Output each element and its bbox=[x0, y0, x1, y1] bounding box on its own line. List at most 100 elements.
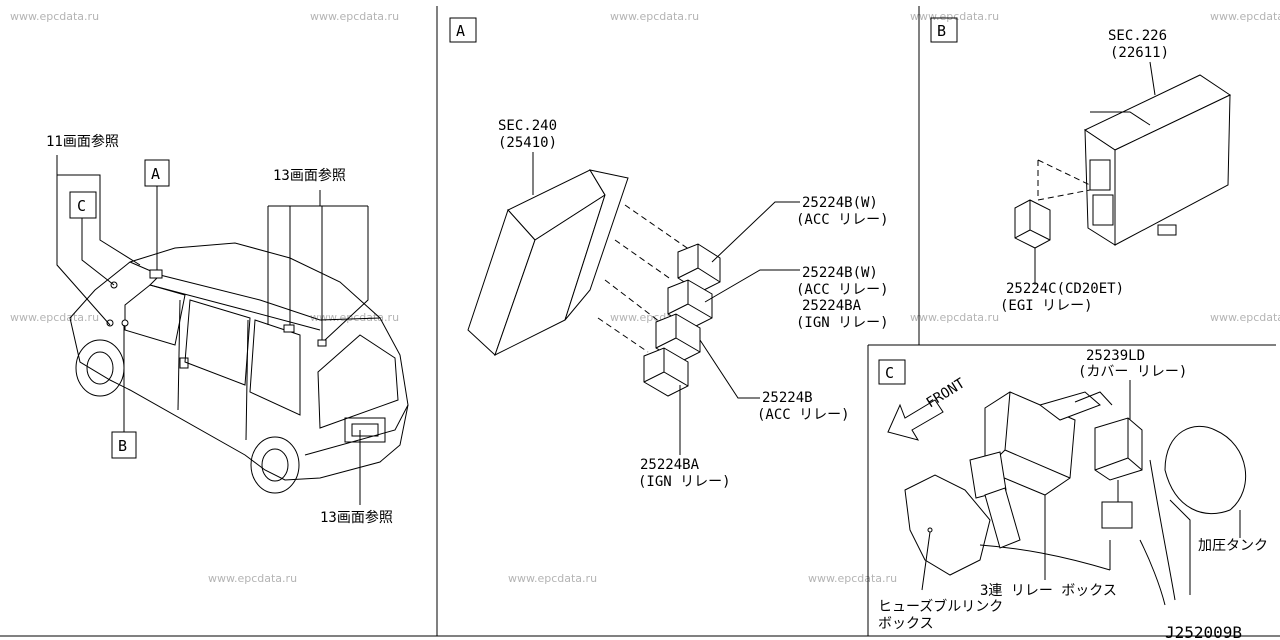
panel-a-sec-label: SEC.240 bbox=[498, 118, 557, 134]
leader-relay-1 bbox=[711, 201, 800, 263]
relay1-name: (ACC リレー) bbox=[796, 212, 889, 228]
rear-plate-inner bbox=[351, 423, 379, 437]
fuse-leader bbox=[921, 531, 931, 591]
relay1-part: 25224B(W) bbox=[802, 195, 878, 211]
fuse-link-box bbox=[904, 474, 991, 576]
relay2b-name: (IGN リレー) bbox=[796, 315, 889, 331]
front-wheel-hub bbox=[86, 351, 114, 385]
harness-plug bbox=[984, 487, 1021, 549]
van-roof-edge bbox=[149, 274, 321, 331]
front-label: FRONT bbox=[924, 375, 969, 411]
callout-a-label: A bbox=[151, 165, 160, 183]
panel-b: B SEC.226 (22611) 25224C(CD20ET) (EGI リレ… bbox=[930, 17, 1232, 314]
mount-dash-2 bbox=[614, 239, 673, 281]
watermark: www.epcdata.ru bbox=[310, 311, 399, 324]
ecu-connector-2 bbox=[1092, 194, 1114, 226]
relay4-name: (IGN リレー) bbox=[638, 474, 731, 490]
cover-relay bbox=[1094, 417, 1143, 481]
leader-11-b bbox=[57, 174, 141, 266]
tank-bracket bbox=[1139, 499, 1191, 606]
panel-a: A SEC.240 (25410) bbox=[449, 17, 889, 490]
watermark: www.epcdata.ru bbox=[610, 10, 699, 23]
cover-connector bbox=[1101, 501, 1133, 529]
front-arrow bbox=[887, 399, 944, 441]
harness-wire bbox=[979, 540, 1111, 571]
rear-wheel-hub bbox=[261, 448, 289, 482]
relay-box-clip bbox=[1074, 391, 1113, 406]
callout-c-label: C bbox=[77, 197, 86, 215]
relay3-name: (ACC リレー) bbox=[757, 407, 850, 423]
rear-bumper bbox=[304, 404, 409, 456]
leader-13-drops bbox=[267, 206, 369, 341]
relay-box-label: 3連 リレー ボックス bbox=[980, 583, 1117, 599]
front-wheel bbox=[75, 339, 125, 397]
panel-b-sec-label: SEC.226 bbox=[1108, 28, 1167, 44]
panel-b-sec-leader bbox=[1149, 61, 1156, 96]
ecu-foot bbox=[1157, 224, 1177, 236]
ecu-connector-1 bbox=[1089, 159, 1111, 191]
front-window bbox=[124, 284, 186, 346]
leader-11-a bbox=[56, 155, 111, 326]
panel-c: C FRONT 25239LD (カバー リレー) 加圧タンク 3連 bbox=[878, 348, 1268, 632]
leader-relay-2 bbox=[704, 269, 800, 303]
relay-box-end bbox=[564, 169, 629, 321]
egi-part: 25224C(CD20ET) bbox=[1006, 281, 1124, 297]
callout-b-label: B bbox=[118, 437, 127, 455]
side-window-2 bbox=[249, 319, 301, 416]
mount-dash-3 bbox=[604, 279, 661, 323]
egi-relay bbox=[1014, 199, 1051, 249]
relay-4 bbox=[643, 347, 689, 397]
watermark: www.epcdata.ru bbox=[10, 311, 99, 324]
relay3-part: 25224B bbox=[762, 390, 813, 406]
watermark: www.epcdata.ru bbox=[310, 10, 399, 23]
mount-dash-4 bbox=[597, 317, 649, 353]
door-seam-1 bbox=[177, 299, 181, 411]
relay-box-lid bbox=[1038, 391, 1101, 421]
rear-plate bbox=[344, 417, 386, 443]
panel-b-sec-part: (22611) bbox=[1110, 45, 1169, 61]
watermark: www.epcdata.ru bbox=[10, 10, 99, 23]
ref-13-bottom-label: 13画面参照 bbox=[320, 509, 393, 526]
leader-c bbox=[81, 218, 115, 286]
diagram-code: J252009B bbox=[1165, 623, 1242, 640]
ref-11-label: 11画面参照 bbox=[46, 133, 119, 150]
cover-relay-edges bbox=[1094, 418, 1143, 471]
panel-a-tag: A bbox=[456, 22, 465, 40]
overview-callouts: 11画面参照 C A B 13画面参照 13画面参照 bbox=[46, 133, 393, 526]
door-handle bbox=[179, 357, 189, 369]
relay-marker-b bbox=[106, 319, 114, 327]
relay2b-part: 25224BA bbox=[802, 298, 862, 314]
panel-c-tag: C bbox=[885, 364, 894, 382]
panel-c-tag-box bbox=[878, 359, 906, 385]
relay-marker-13a bbox=[283, 324, 295, 333]
ecu-bracket bbox=[1090, 111, 1151, 126]
fuse-link-dot bbox=[927, 527, 933, 533]
rear-wheel bbox=[250, 436, 300, 494]
cover-part: 25239LD bbox=[1086, 348, 1145, 364]
watermark: www.epcdata.ru bbox=[910, 311, 999, 324]
side-window-1 bbox=[184, 299, 251, 386]
egi-relay-edges bbox=[1014, 200, 1051, 241]
relay-marker-b2 bbox=[121, 319, 129, 327]
door-seam-2 bbox=[245, 319, 249, 441]
pressure-tank-edge bbox=[1149, 459, 1176, 601]
egi-name: (EGI リレー) bbox=[1000, 298, 1093, 314]
ref-13-top-label: 13画面参照 bbox=[273, 167, 346, 184]
watermark: www.epcdata.ru bbox=[1210, 10, 1280, 23]
van-body-outline bbox=[69, 242, 409, 481]
cover-name: (カバー リレー) bbox=[1078, 364, 1187, 380]
panel-b-tag-box bbox=[930, 17, 958, 43]
relay2-name: (ACC リレー) bbox=[796, 282, 889, 298]
fuse-box-label-2: ボックス bbox=[878, 616, 934, 632]
rear-window bbox=[317, 334, 399, 429]
pressure-tank bbox=[1164, 425, 1246, 515]
relay-marker-13b bbox=[317, 339, 327, 347]
pressure-tank-label: 加圧タンク bbox=[1198, 538, 1268, 554]
watermark: www.epcdata.ru bbox=[808, 572, 897, 585]
panel-a-tag-box bbox=[449, 17, 477, 43]
vehicle-overview bbox=[69, 242, 409, 494]
watermark: www.epcdata.ru bbox=[1210, 311, 1280, 324]
relay4-part: 25224BA bbox=[640, 457, 700, 473]
relay-marker-a bbox=[149, 269, 163, 279]
